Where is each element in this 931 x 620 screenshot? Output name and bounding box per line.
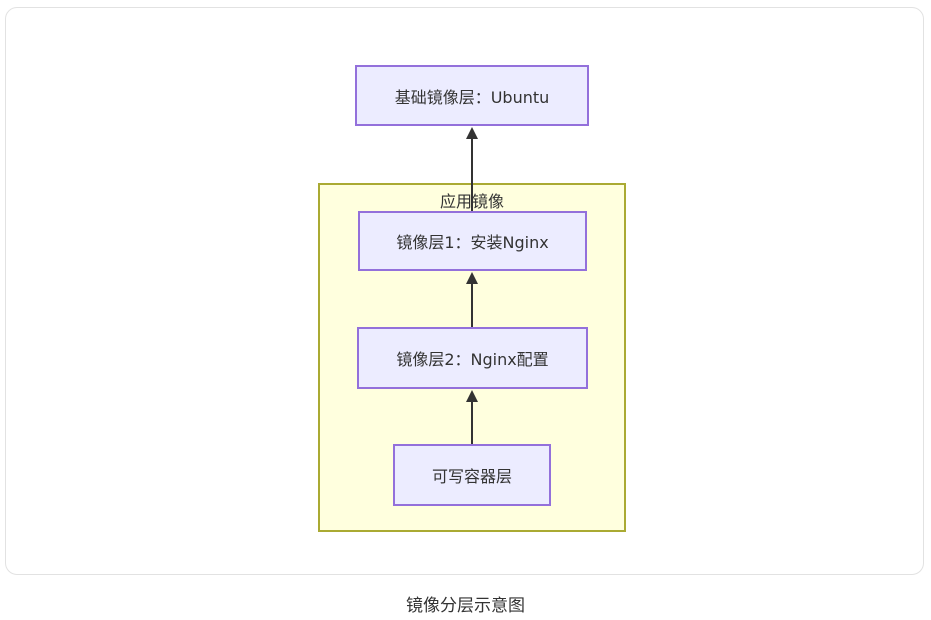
arrow-writable-to-layer2 [465,390,479,444]
diagram-card: 应用镜像 基础镜像层：Ubuntu 镜像层1：安装Nginx 镜像层2：Ngin… [5,7,924,575]
arrowhead-up-icon [466,127,478,139]
arrow-layer2-to-layer1 [465,272,479,327]
arrow-line [471,402,473,444]
node-base-image-layer: 基础镜像层：Ubuntu [355,65,589,126]
node-writable-container-layer: 可写容器层 [393,444,551,506]
arrowhead-up-icon [466,272,478,284]
arrow-line [471,139,473,211]
node-image-layer-2: 镜像层2：Nginx配置 [357,327,588,389]
node-image-layer-1: 镜像层1：安装Nginx [358,211,587,271]
arrow-layer1-to-base [465,127,479,211]
arrow-line [471,284,473,327]
arrowhead-up-icon [466,390,478,402]
diagram-caption: 镜像分层示意图 [406,596,525,616]
